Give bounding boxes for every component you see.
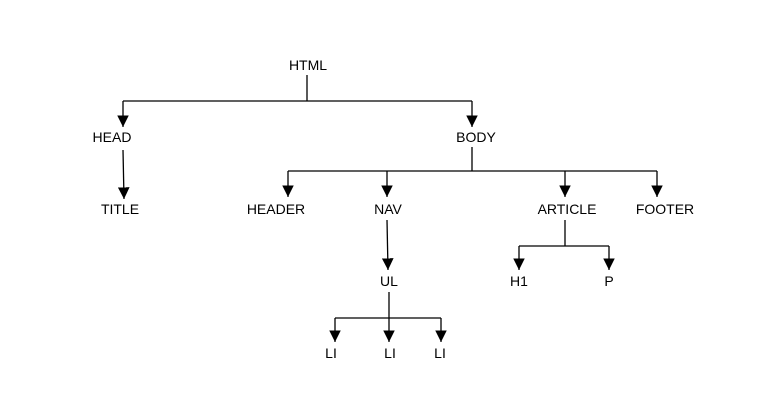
node-header: HEADER (246, 201, 306, 217)
node-footer: FOOTER (635, 201, 695, 217)
edge-body-children (288, 147, 657, 172)
node-nav: NAV (374, 201, 402, 217)
node-p: P (604, 273, 614, 289)
node-body: BODY (456, 129, 496, 145)
node-html: HTML (288, 57, 328, 73)
edge-nav-ul (381, 219, 394, 271)
node-li-2: LI (384, 345, 396, 361)
node-li-1: LI (325, 345, 337, 361)
node-li-3: LI (434, 345, 446, 361)
edge-html-children (123, 75, 472, 102)
edge-article-children (519, 220, 609, 247)
node-title: TITLE (100, 201, 140, 217)
node-h1: H1 (510, 273, 528, 289)
node-article: ARTICLE (537, 201, 597, 217)
edge-ul-children (335, 292, 441, 319)
node-ul: UL (380, 273, 398, 289)
edge-head-title (117, 149, 130, 200)
node-head: HEAD (92, 129, 132, 145)
